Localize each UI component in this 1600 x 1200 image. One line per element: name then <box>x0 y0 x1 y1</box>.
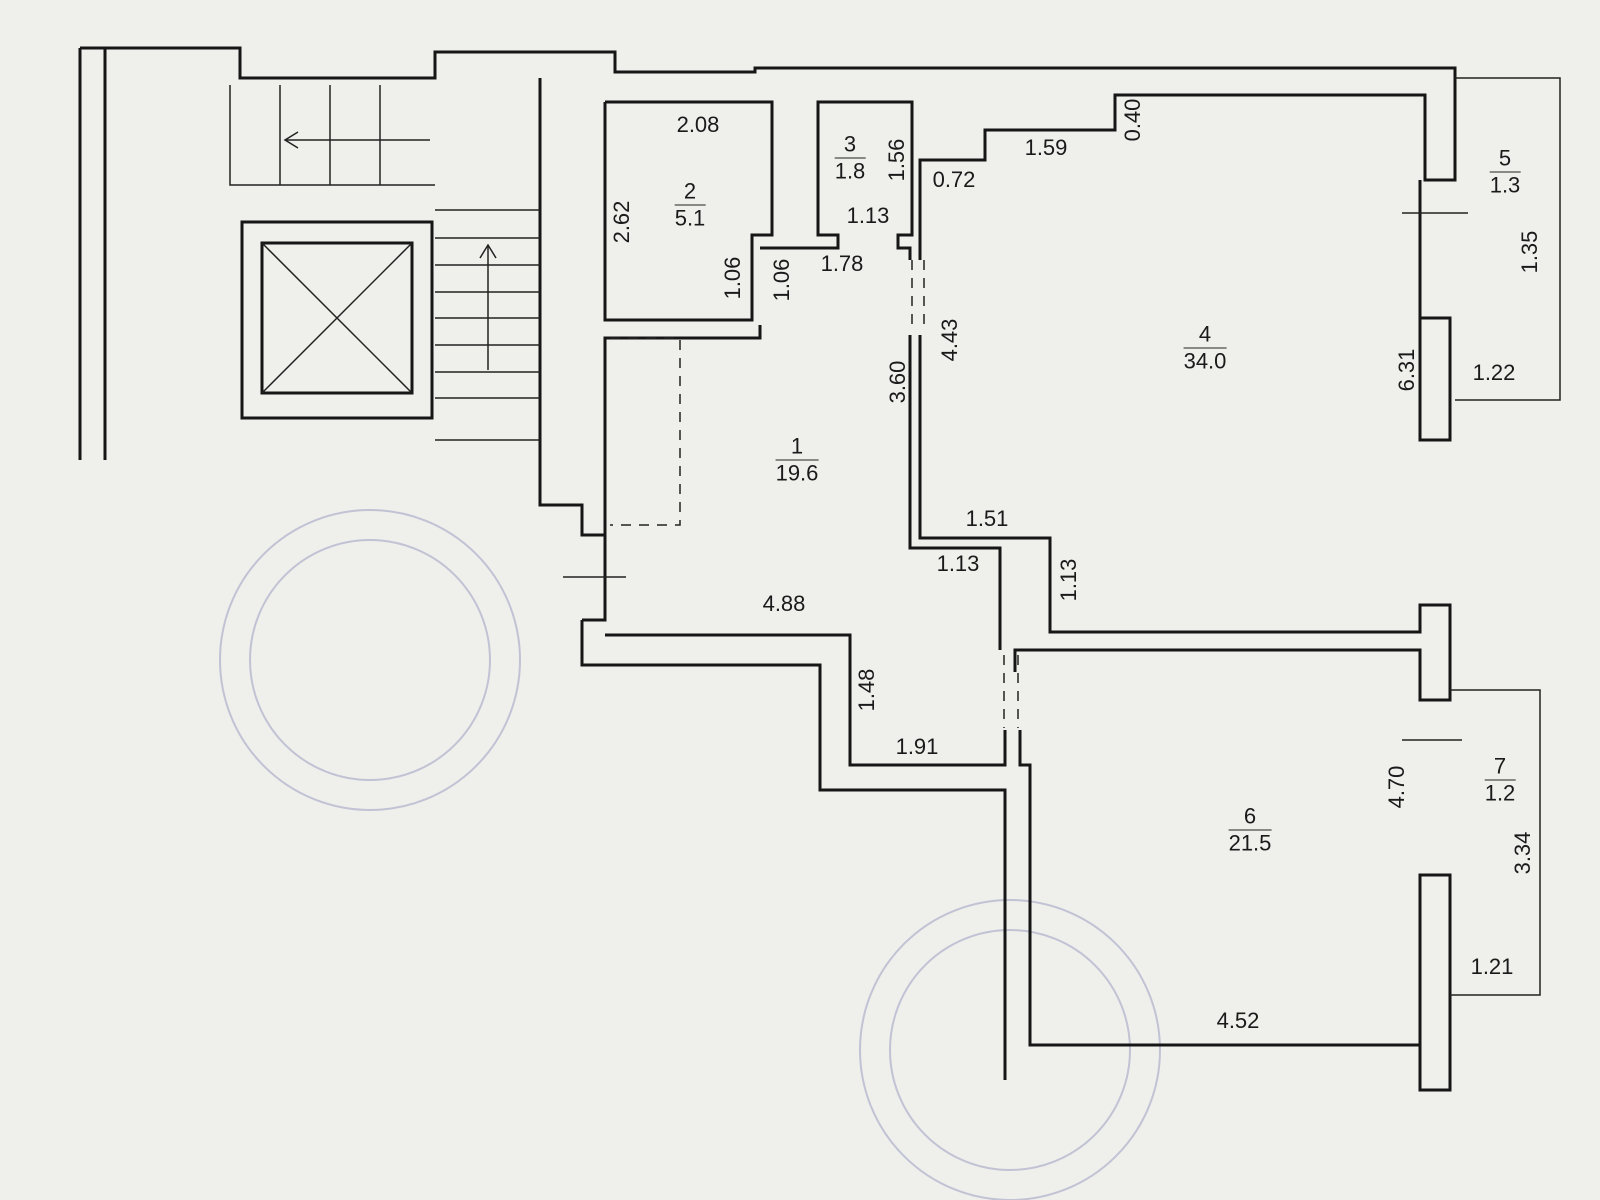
room-number: 4 <box>1183 322 1227 349</box>
dimension-label: 4.88 <box>762 591 806 616</box>
room-number: 2 <box>674 179 706 206</box>
dimension-label: 1.13 <box>846 203 890 228</box>
stamp-left <box>219 509 521 811</box>
dimension-label: 1.91 <box>895 734 939 759</box>
dimension-label: 0.40 <box>1120 98 1145 142</box>
walls <box>78 46 1561 1092</box>
dimension-label: 2.62 <box>609 200 634 244</box>
dimension-label: 1.06 <box>769 258 794 302</box>
room-area: 1.2 <box>1484 780 1516 806</box>
dimension-label: 2.08 <box>676 112 720 137</box>
room-number: 7 <box>1484 754 1516 781</box>
dimension-label: 1.59 <box>1024 135 1068 160</box>
dimension-label: 4.52 <box>1216 1008 1260 1033</box>
room-area: 5.1 <box>674 205 706 231</box>
room-number: 6 <box>1228 804 1272 831</box>
room-number: 3 <box>834 132 866 159</box>
room-number: 1 <box>775 434 819 461</box>
room-area: 1.3 <box>1489 172 1521 198</box>
stamp-bottom <box>859 899 1161 1200</box>
dimension-label: 6.31 <box>1394 348 1419 392</box>
dimension-label: 0.72 <box>932 167 976 192</box>
dimension-label: 4.70 <box>1384 765 1409 809</box>
dimension-label: 1.48 <box>854 668 879 712</box>
room-area: 21.5 <box>1228 830 1272 856</box>
dimension-label: 1.06 <box>720 256 745 300</box>
stairs <box>78 48 540 460</box>
room-area: 1.8 <box>834 158 866 184</box>
room-number: 5 <box>1489 146 1521 173</box>
dimension-label: 1.78 <box>820 251 864 276</box>
dimension-label: 3.34 <box>1510 831 1535 875</box>
room-area: 19.6 <box>775 460 819 486</box>
dimension-label: 1.13 <box>1056 558 1081 602</box>
dimension-label: 4.43 <box>937 318 962 362</box>
dimension-label: 1.51 <box>965 506 1009 531</box>
dimension-label: 1.22 <box>1472 360 1516 385</box>
room-area: 34.0 <box>1183 348 1227 374</box>
dimension-label: 1.35 <box>1517 230 1542 274</box>
dimension-label: 3.60 <box>885 360 910 404</box>
dimension-label: 1.21 <box>1470 954 1514 979</box>
dimension-label: 1.56 <box>884 138 909 182</box>
dimension-label: 1.13 <box>936 551 980 576</box>
